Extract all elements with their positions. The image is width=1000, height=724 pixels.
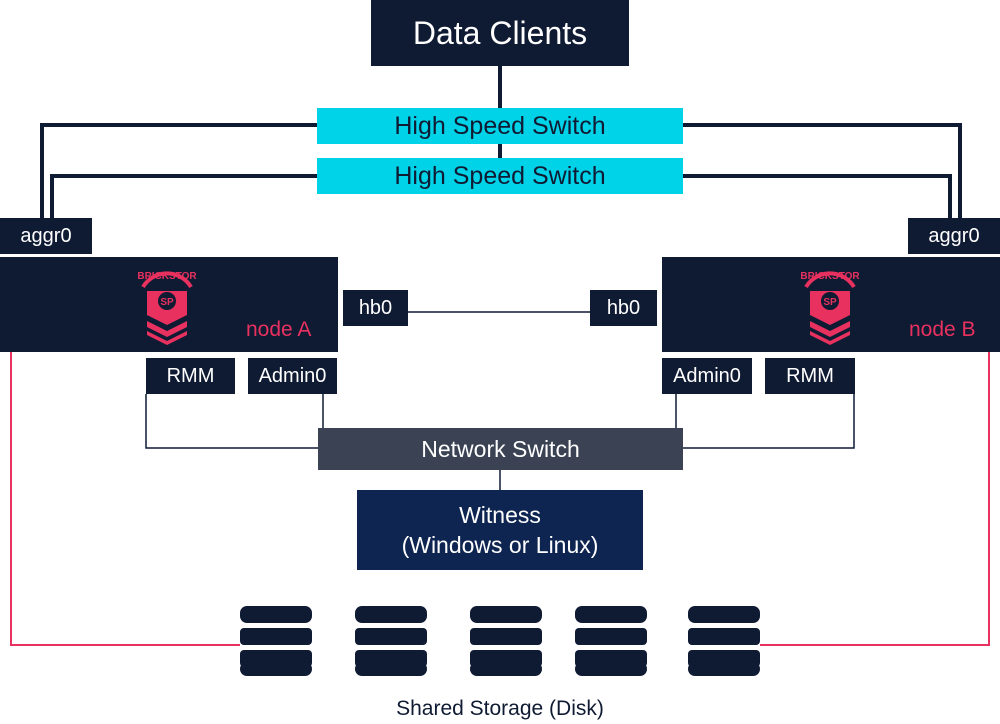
high-speed-switch-1: High Speed Switch xyxy=(317,108,683,144)
node-b-storage-link xyxy=(760,352,990,646)
node-b-rmm-label: RMM xyxy=(786,364,834,387)
node-a-rmm-link xyxy=(145,394,318,449)
node-a-storage-link xyxy=(10,352,240,646)
node-b-name: node B xyxy=(909,318,976,341)
left-trunk-link-1 xyxy=(40,123,317,218)
node-b-logo-text: BRICKSTOR xyxy=(800,271,860,282)
disk-icon xyxy=(470,606,542,676)
right-trunk-link-1 xyxy=(683,123,962,218)
node-b-admin-port: Admin0 xyxy=(662,358,752,394)
node-a-admin-label: Admin0 xyxy=(258,364,327,387)
node-b-aggr-port: aggr0 xyxy=(908,218,1000,254)
data-clients-box: Data Clients xyxy=(371,0,629,66)
witness-subtitle: (Windows or Linux) xyxy=(401,532,599,558)
node-b-hb-label: hb0 xyxy=(606,296,641,319)
node-b-logo-badge: SP xyxy=(823,297,837,308)
node-b-brickstor-logo-icon: BRICKSTOR SP xyxy=(800,271,860,345)
node-a-rmm-port: RMM xyxy=(146,358,235,394)
node-a-hb-port: hb0 xyxy=(343,290,408,326)
network-switch: Network Switch xyxy=(318,428,683,470)
node-a-name: node A xyxy=(246,318,312,341)
high-speed-switch-2: High Speed Switch xyxy=(317,158,683,194)
node-a-aggr-label: aggr0 xyxy=(20,224,72,247)
witness-box: Witness (Windows or Linux) xyxy=(357,490,643,570)
disk-icon xyxy=(688,606,760,676)
disk-icon xyxy=(240,606,312,676)
data-clients-label: Data Clients xyxy=(412,14,588,51)
network-switch-label: Network Switch xyxy=(421,435,580,462)
high-speed-switch-1-label: High Speed Switch xyxy=(394,111,606,140)
node-a-admin-port: Admin0 xyxy=(248,358,337,394)
node-a-logo-badge: SP xyxy=(160,297,174,308)
node-a-rmm-label: RMM xyxy=(166,364,215,387)
node-b-rmm-link xyxy=(683,394,855,449)
node-a-logo-text: BRICKSTOR xyxy=(137,271,197,282)
disk-icon xyxy=(355,606,427,676)
disk-icon xyxy=(575,606,647,676)
node-a-aggr-port: aggr0 xyxy=(0,218,92,254)
left-trunk-link-2 xyxy=(50,174,317,218)
right-trunk-link-2 xyxy=(683,174,952,218)
node-b-aggr-label: aggr0 xyxy=(928,224,980,247)
shared-storage-label: Shared Storage (Disk) xyxy=(396,697,604,720)
node-b-rmm-port: RMM xyxy=(765,358,855,394)
node-b-admin-label: Admin0 xyxy=(673,364,741,387)
high-speed-switch-2-label: High Speed Switch xyxy=(394,161,606,190)
node-b-hb-port: hb0 xyxy=(590,290,657,326)
witness-title: Witness xyxy=(459,502,541,528)
node-a-hb-label: hb0 xyxy=(358,296,393,319)
node-a-brickstor-logo-icon: BRICKSTOR SP xyxy=(137,271,197,345)
